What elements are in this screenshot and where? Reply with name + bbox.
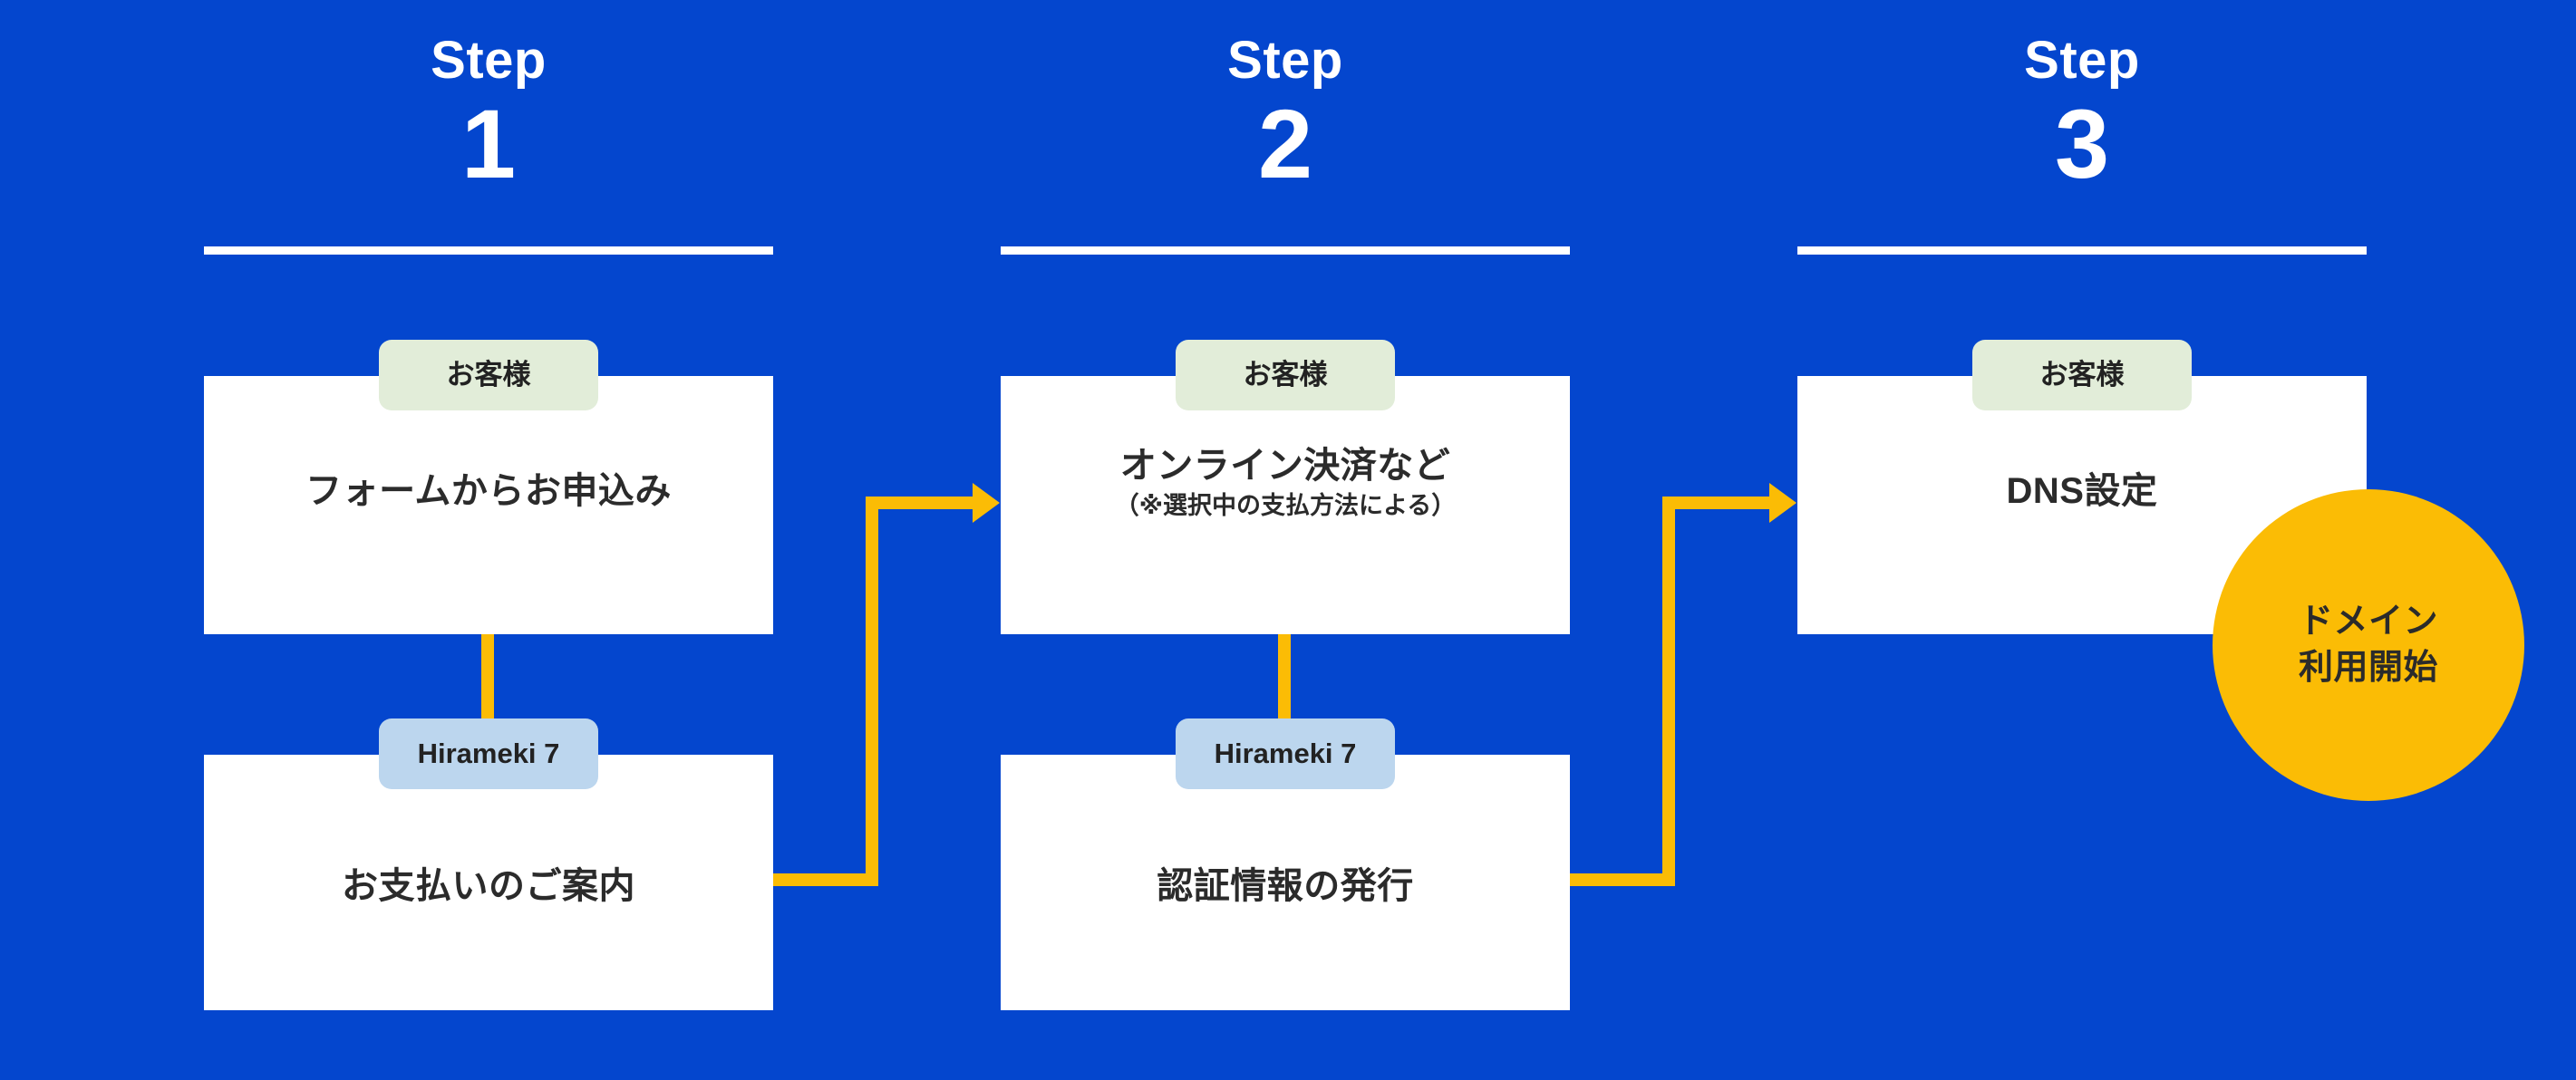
- step-2-card-1-subtitle: （※選択中の支払方法による）: [1114, 492, 1457, 519]
- step-2-label: Step: [1227, 31, 1343, 90]
- step-1-number: 1: [460, 89, 517, 198]
- domain-start-line-1: ドメイン: [2298, 602, 2438, 641]
- step-2-card-1-body: オンライン決済など （※選択中の支払方法による）: [1001, 443, 1570, 522]
- step-2-number: 2: [1257, 89, 1313, 198]
- step-2-card-2-body: 認証情報の発行: [1001, 863, 1570, 909]
- domain-start-circle-text: ドメイン 利用開始: [2299, 599, 2438, 692]
- step-3-card-1-body: DNS設定: [1797, 468, 2367, 514]
- step-2-card-1-title: オンライン決済など: [1119, 446, 1451, 486]
- step-3-divider: [1797, 246, 2367, 255]
- step-2-card-2: 認証情報の発行: [1001, 755, 1570, 1010]
- connector-step2-to-step3: [1570, 483, 1799, 886]
- step-2-heading: Step 2: [1001, 31, 1570, 198]
- step-1-label: Step: [431, 31, 547, 90]
- step-3-number: 3: [2054, 89, 2110, 198]
- step-1-card-2-title: お支払いのご案内: [342, 866, 635, 906]
- step-2-card-1-badge: お客様: [1176, 340, 1395, 410]
- step-2-card-2-badge: Hirameki 7: [1176, 718, 1395, 789]
- domain-start-line-2: 利用開始: [2298, 649, 2438, 687]
- step-3-card-1-title: DNS設定: [2006, 471, 2158, 511]
- step-1-card-1-badge: お客様: [379, 340, 598, 410]
- step-1-card-2: お支払いのご案内: [204, 755, 773, 1010]
- step-2-card-2-title: 認証情報の発行: [1157, 866, 1414, 906]
- step-1-card-1-body: フォームからお申込み: [204, 468, 773, 514]
- step-1-heading: Step 1: [204, 31, 773, 198]
- step-1-card-1-title: フォームからお申込み: [305, 471, 672, 511]
- connector-step1-to-step2: [773, 483, 1002, 886]
- step-1-card-2-body: お支払いのご案内: [204, 863, 773, 909]
- step-1-divider: [204, 246, 773, 255]
- step-2-card-1: オンライン決済など （※選択中の支払方法による）: [1001, 376, 1570, 634]
- domain-start-circle: ドメイン 利用開始: [2213, 489, 2524, 801]
- step-3-label: Step: [2024, 31, 2140, 90]
- step-3-heading: Step 3: [1797, 31, 2367, 198]
- step-3-card-1-badge: お客様: [1972, 340, 2192, 410]
- step-2-divider: [1001, 246, 1570, 255]
- step-1-card-1: フォームからお申込み: [204, 376, 773, 634]
- step-1-card-2-badge: Hirameki 7: [379, 718, 598, 789]
